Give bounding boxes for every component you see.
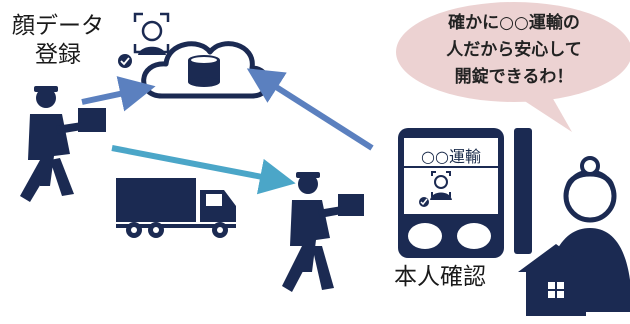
speech-bubble-text: 確かに○○運輸の 人だから安心して 開錠できるわ！ (408, 10, 620, 91)
register-label-line1: 顔データ (12, 13, 104, 39)
arrow-device-to-cloud (246, 68, 374, 151)
speech-bubble (396, 2, 630, 132)
courier-person-icon (282, 172, 364, 292)
truck-icon (116, 178, 236, 238)
device-company-label: ○○運輸 (421, 147, 481, 166)
identity-verification-label: 本人確認 (394, 264, 486, 290)
bubble-line1: 確かに○○運輸の (448, 13, 580, 33)
face-scan-icon (118, 12, 170, 68)
register-label-line2: 登録 (35, 42, 81, 68)
intercom-icon (514, 128, 532, 254)
arrow-to-cloud (81, 76, 156, 112)
bubble-line2: 人だから安心して (446, 40, 582, 60)
delivery-person-icon (20, 86, 106, 202)
smartphone-icon (398, 128, 504, 258)
bubble-line3: 開錠できるわ！ (454, 67, 574, 87)
house-icon (518, 244, 594, 316)
face-data-registration-label: 顔データ 登録 (12, 12, 104, 70)
arrow-to-courier (111, 145, 296, 195)
